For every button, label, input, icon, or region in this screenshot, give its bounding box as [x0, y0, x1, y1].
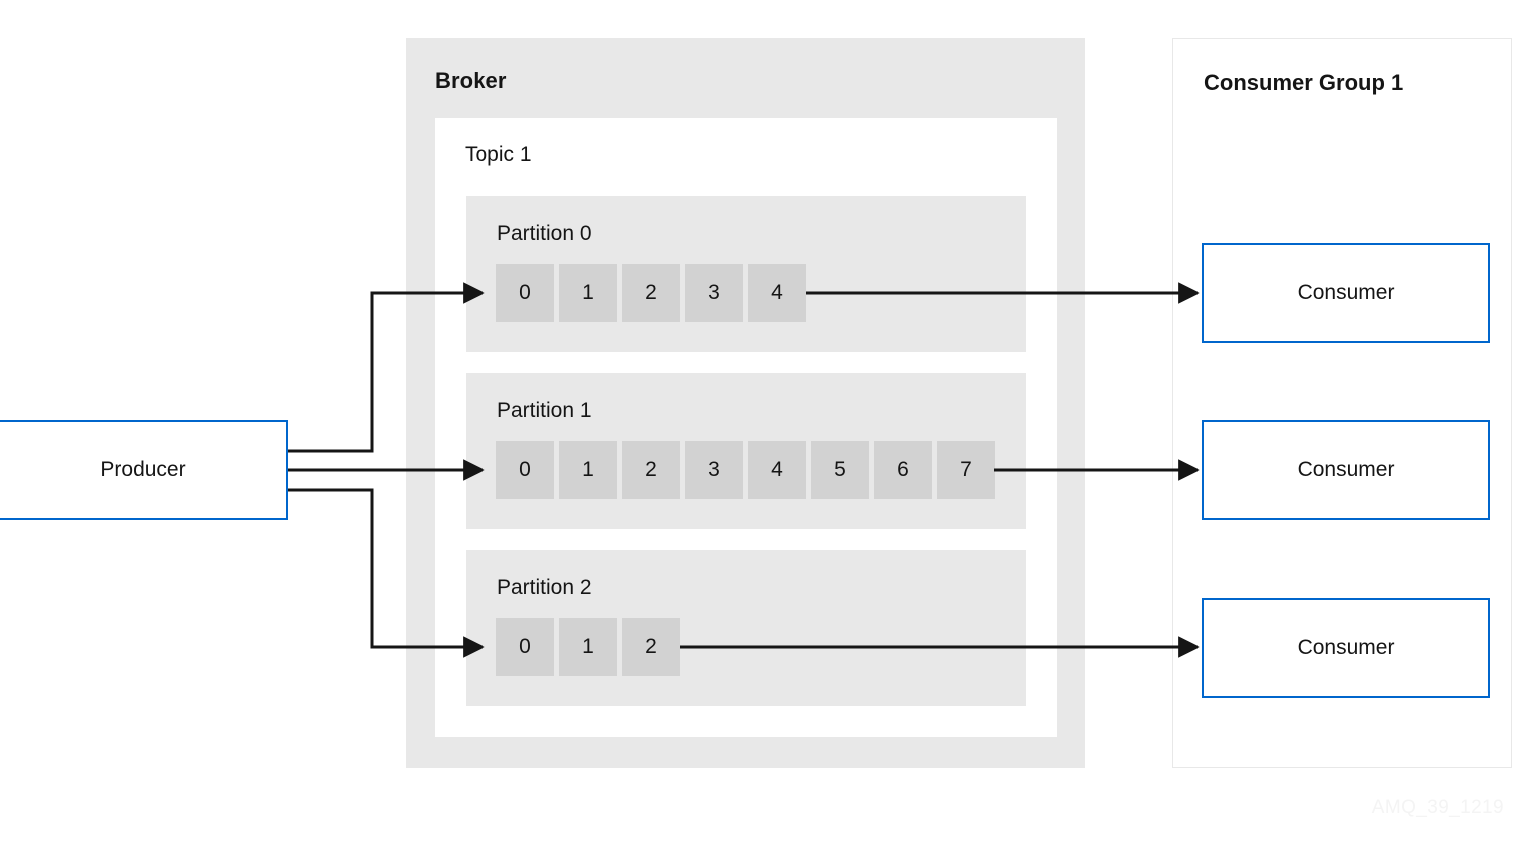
- partition-2-title: Partition 2: [497, 576, 592, 599]
- partition-0-container: Partition 0 0 1 2 3 4: [466, 196, 1026, 352]
- partition-0-title: Partition 0: [497, 222, 592, 245]
- consumer-group-title: Consumer Group 1: [1204, 70, 1404, 95]
- offset-cell: 2: [622, 441, 680, 499]
- producer-box[interactable]: Producer: [0, 420, 288, 520]
- offset-cell: 0: [496, 264, 554, 322]
- partition-1-container: Partition 1 0 1 2 3 4 5 6 7: [466, 373, 1026, 529]
- partition-1-offsets: 0 1 2 3 4 5 6 7: [496, 441, 995, 499]
- offset-cell: 2: [622, 264, 680, 322]
- offset-cell: 5: [811, 441, 869, 499]
- offset-cell: 4: [748, 441, 806, 499]
- offset-cell: 1: [559, 441, 617, 499]
- consumer-box-2[interactable]: Consumer: [1202, 420, 1490, 520]
- partition-2-container: Partition 2 0 1 2: [466, 550, 1026, 706]
- offset-cell: 3: [685, 264, 743, 322]
- consumer-box-1[interactable]: Consumer: [1202, 243, 1490, 343]
- offset-cell: 0: [496, 618, 554, 676]
- offset-cell: 4: [748, 264, 806, 322]
- partition-2-offsets: 0 1 2: [496, 618, 680, 676]
- watermark: AMQ_39_1219: [1371, 797, 1504, 818]
- offset-cell: 2: [622, 618, 680, 676]
- offset-cell: 6: [874, 441, 932, 499]
- partition-1-title: Partition 1: [497, 399, 592, 422]
- offset-cell: 3: [685, 441, 743, 499]
- topic-title: Topic 1: [465, 143, 532, 166]
- offset-cell: 7: [937, 441, 995, 499]
- offset-cell: 0: [496, 441, 554, 499]
- partition-0-offsets: 0 1 2 3 4: [496, 264, 806, 322]
- consumer-box-3[interactable]: Consumer: [1202, 598, 1490, 698]
- offset-cell: 1: [559, 618, 617, 676]
- broker-title: Broker: [435, 68, 507, 93]
- offset-cell: 1: [559, 264, 617, 322]
